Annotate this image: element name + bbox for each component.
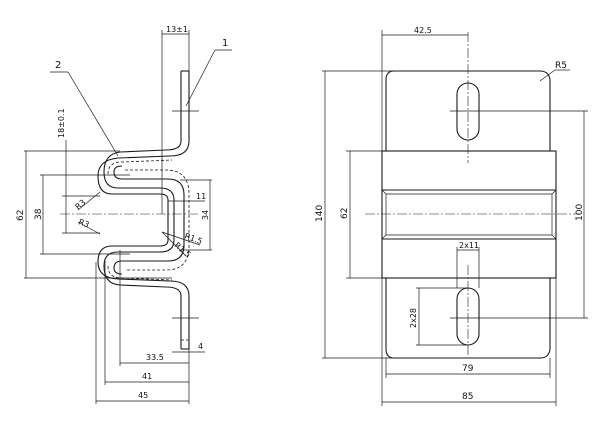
dim-clip-gap: 34 [180,179,212,251]
central-band [381,150,557,279]
svg-text:41: 41 [142,372,152,381]
svg-text:62: 62 [340,208,350,219]
svg-text:34: 34 [201,210,210,220]
svg-text:85: 85 [462,392,473,402]
side-view: 1 2 13±1 18±0.1 62 [16,25,232,404]
svg-text:38: 38 [34,208,44,220]
svg-text:R5: R5 [555,61,567,71]
svg-text:42.5: 42.5 [414,26,432,35]
svg-text:2x28: 2x28 [409,308,418,328]
svg-text:18±0.1: 18±0.1 [57,108,66,138]
svg-text:62: 62 [16,210,26,221]
svg-text:140: 140 [315,205,325,222]
svg-text:33.5: 33.5 [146,353,164,362]
svg-text:79: 79 [462,364,474,374]
svg-text:4: 4 [198,342,203,351]
dim-inner-height: 38 [34,174,130,255]
dim-depth-mid: 41 [104,260,189,385]
dim-overall-width: 85 [381,278,557,406]
dim-overall-height: 62 [16,150,172,279]
dim-slot-depth: 11 [168,192,206,202]
dim-radius-r3-bottom: R3 [77,217,101,235]
part-label-1: 1 [185,38,232,107]
dim-material-thickness: 4 [172,342,205,353]
svg-text:2x11: 2x11 [459,241,479,250]
svg-text:R1.5: R1.5 [183,231,203,246]
dim-pitch: 18±0.1 [57,108,100,234]
dim-plate-width: 79 [385,358,551,378]
dim-slot-spacing: 100 [575,111,585,318]
dim-depth-overall: 45 [95,262,189,404]
part-number-2: 2 [55,60,61,71]
svg-text:R1.5: R1.5 [173,241,193,260]
front-view: 42.5 R5 140 62 100 [315,26,588,406]
dim-band-height: 62 [340,150,382,279]
svg-text:R3: R3 [74,198,88,212]
part-number-1: 1 [222,38,228,49]
svg-text:11: 11 [196,192,206,201]
top-flange [172,70,199,141]
svg-text:R3: R3 [77,217,90,229]
dim-corner-radius: R5 [539,61,570,82]
dim-depth-inner: 33.5 [119,250,190,404]
dim-radius-r3-top: R3 [74,191,101,212]
svg-text:45: 45 [138,391,148,400]
dim-thickness-top: 13±1 [161,25,190,214]
dim-slot-length: 2x28 [409,287,468,346]
svg-text:13±1: 13±1 [166,25,188,34]
dim-slot-width: 2x11 [456,241,480,288]
dim-slot-offset: 42.5 [381,26,468,151]
svg-text:100: 100 [575,204,585,221]
part-label-2: 2 [50,60,119,157]
